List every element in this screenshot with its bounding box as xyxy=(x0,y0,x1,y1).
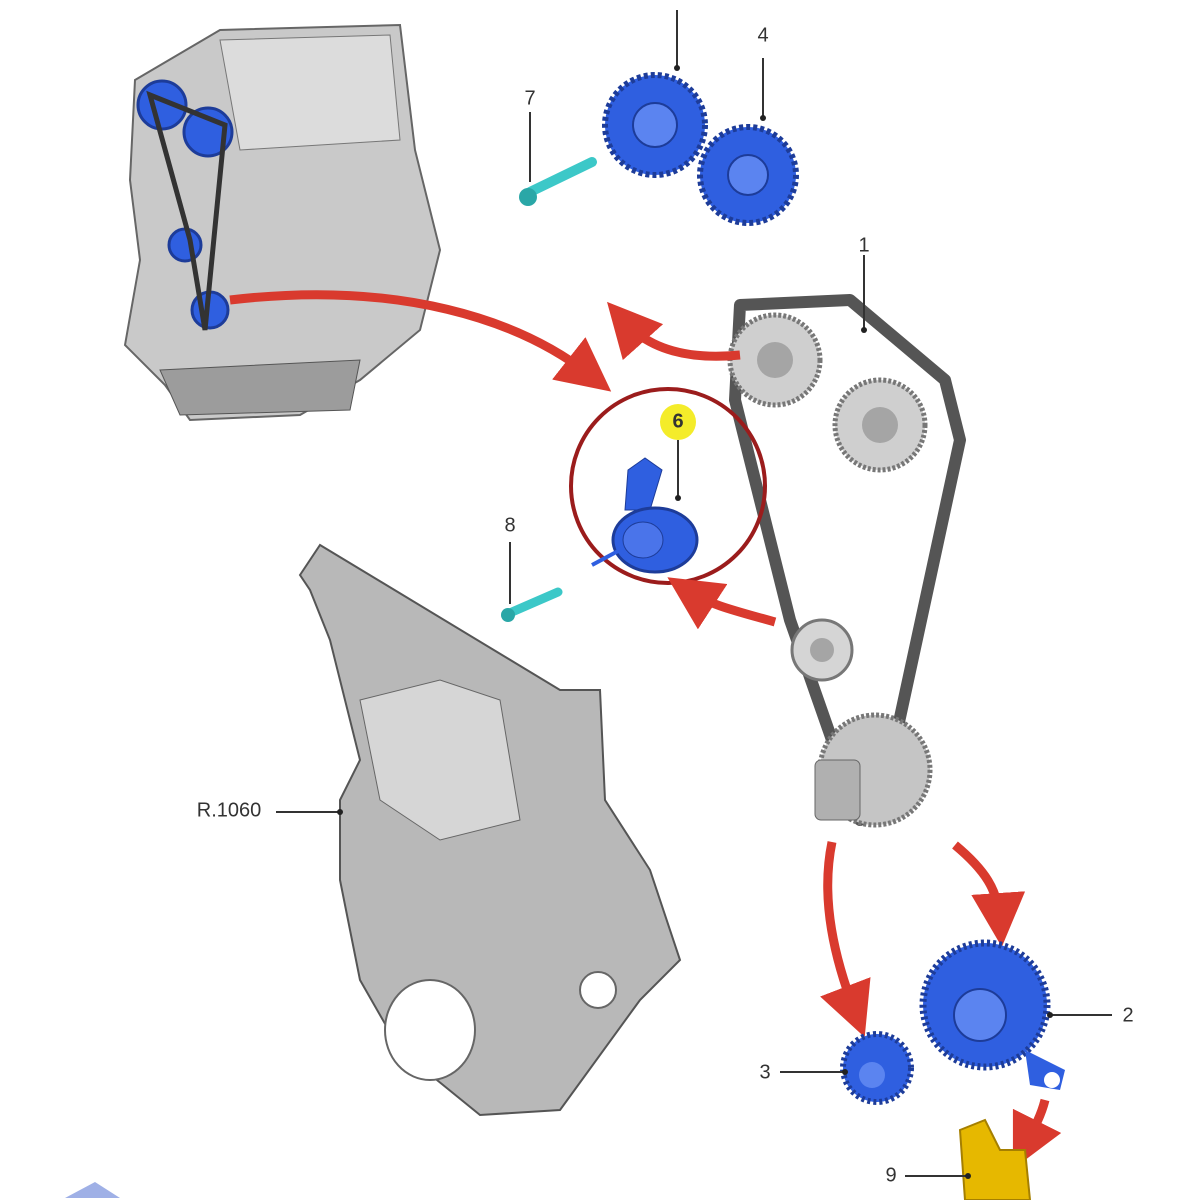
callout-6: 6 xyxy=(672,410,684,433)
camshaft-gears xyxy=(602,72,799,226)
tensioner-6 xyxy=(591,457,699,574)
timing-cover xyxy=(298,543,682,1117)
navigation-arrow-icon[interactable] xyxy=(65,1182,120,1198)
flow-arrows xyxy=(229,290,1062,1170)
callout-4: 4 xyxy=(757,24,769,47)
engine-block xyxy=(123,23,442,422)
callout-2: 2 xyxy=(1122,1004,1134,1027)
bolt-8 xyxy=(501,587,563,622)
sprocket-3 xyxy=(840,1031,914,1105)
callout-ref-r1060: R.1060 xyxy=(196,799,262,822)
crank-gear-2 xyxy=(919,939,1065,1090)
callout-9: 9 xyxy=(885,1164,897,1187)
locking-tool-9 xyxy=(958,1118,1032,1200)
bolt-7 xyxy=(519,157,597,206)
callout-7: 7 xyxy=(524,87,536,110)
timing-belt-assembly xyxy=(727,294,966,828)
callout-8: 8 xyxy=(504,514,516,537)
callout-1: 1 xyxy=(858,234,870,257)
callout-6-badge xyxy=(660,404,696,440)
callout-3: 3 xyxy=(759,1061,771,1084)
